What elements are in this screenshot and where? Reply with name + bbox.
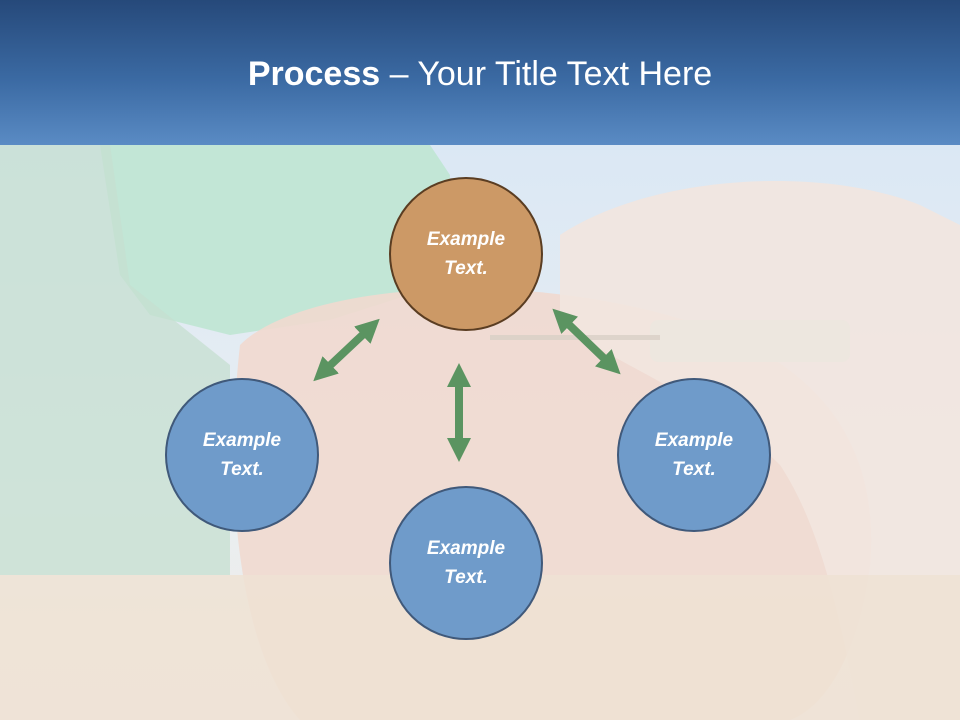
node-left: Example Text. — [165, 378, 319, 532]
arrow-top-right — [552, 308, 621, 375]
faded-photo-illustration — [0, 145, 960, 720]
slide-title: Process – Your Title Text Here — [0, 52, 960, 96]
arrow-left-top — [313, 318, 380, 382]
node-top: Example Text. — [389, 177, 543, 331]
node-right-label: Example Text. — [654, 430, 734, 480]
title-rest: – Your Title Text Here — [380, 55, 713, 93]
slide-header: Process – Your Title Text Here — [0, 0, 960, 145]
node-right: Example Text. — [617, 378, 771, 532]
title-bold: Process — [247, 55, 381, 93]
node-bottom-label: Example Text. — [426, 538, 506, 588]
node-top-label: Example Text. — [426, 229, 506, 279]
node-left-label: Example Text. — [202, 430, 282, 480]
node-bottom: Example Text. — [389, 486, 543, 640]
